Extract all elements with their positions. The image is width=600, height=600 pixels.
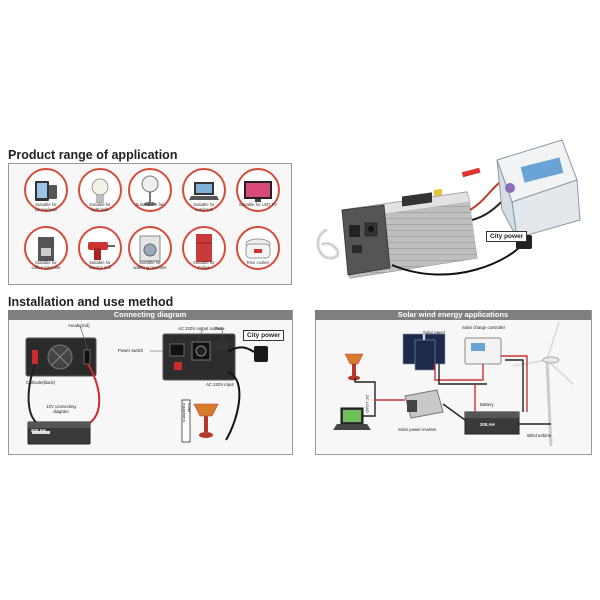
application-label: Suitable for fan	[135, 202, 165, 207]
load-equipment-label: Load equipment	[182, 403, 192, 422]
ac-input-label: AC 220V input	[206, 382, 234, 387]
application-label: Suitable for washing machine	[133, 260, 167, 270]
solar-panel-label: Solar panel	[423, 330, 445, 335]
application-label: Rice cooker	[246, 260, 270, 265]
inverter-product-image	[316, 139, 581, 279]
fan-icon	[128, 168, 172, 212]
light-bulb-icon	[78, 168, 122, 212]
city-power-label-diagram: City power	[243, 330, 285, 341]
fridge-icon	[182, 226, 226, 270]
anode-label: Anode(red)	[68, 323, 90, 328]
tablet-phone-icon	[24, 168, 68, 212]
laptop-icon	[182, 168, 226, 212]
output-socket-label: AC 220V output socket	[178, 326, 222, 331]
solar-battery-brand: 200.AH	[480, 422, 495, 427]
application-label: Suitable for LED TV	[239, 202, 277, 207]
power-switch-label: Power switch	[118, 348, 144, 353]
dc-load-label: DC LOAD	[365, 395, 370, 413]
charge-controller-label: Solar charge controller	[462, 325, 506, 330]
connecting-note: 12V connecting diagram	[46, 404, 76, 414]
application-label: Suitable for light bulb	[89, 202, 111, 212]
coffee-machine-icon	[24, 226, 68, 270]
wind-turbine-label: Wind turbine	[527, 433, 552, 438]
fuse-label: Fuse	[215, 326, 225, 331]
connecting-diagram-title: Connecting diagram	[8, 310, 292, 320]
application-label: Suitable for Fridge	[193, 260, 215, 270]
application-label: Suitable for notebook	[193, 202, 215, 212]
application-label: Suitable for electric drill	[89, 260, 111, 270]
inverter-label: Solar power inverter	[398, 427, 437, 432]
battery-brand: 200.AH	[31, 428, 46, 433]
tv-icon	[236, 168, 280, 212]
drill-icon	[78, 226, 122, 270]
connecting-diagram-illustration	[25, 325, 268, 445]
product-range-title: Product range of application	[8, 148, 178, 162]
battery-label: Battery	[480, 402, 494, 407]
solar-wind-title: Solar wind energy applications	[315, 310, 591, 320]
cathode-label: Cathode(black)	[26, 380, 56, 385]
rice-cooker-icon	[236, 226, 280, 270]
city-power-label: City power	[486, 231, 528, 242]
installation-title: Installation and use method	[8, 295, 174, 309]
application-label: Suitable for phone/ipad	[35, 202, 57, 212]
solar-wind-illustration	[333, 321, 574, 447]
application-label: Suitable for coffee machine	[31, 260, 61, 270]
washing-machine-icon	[128, 226, 172, 270]
